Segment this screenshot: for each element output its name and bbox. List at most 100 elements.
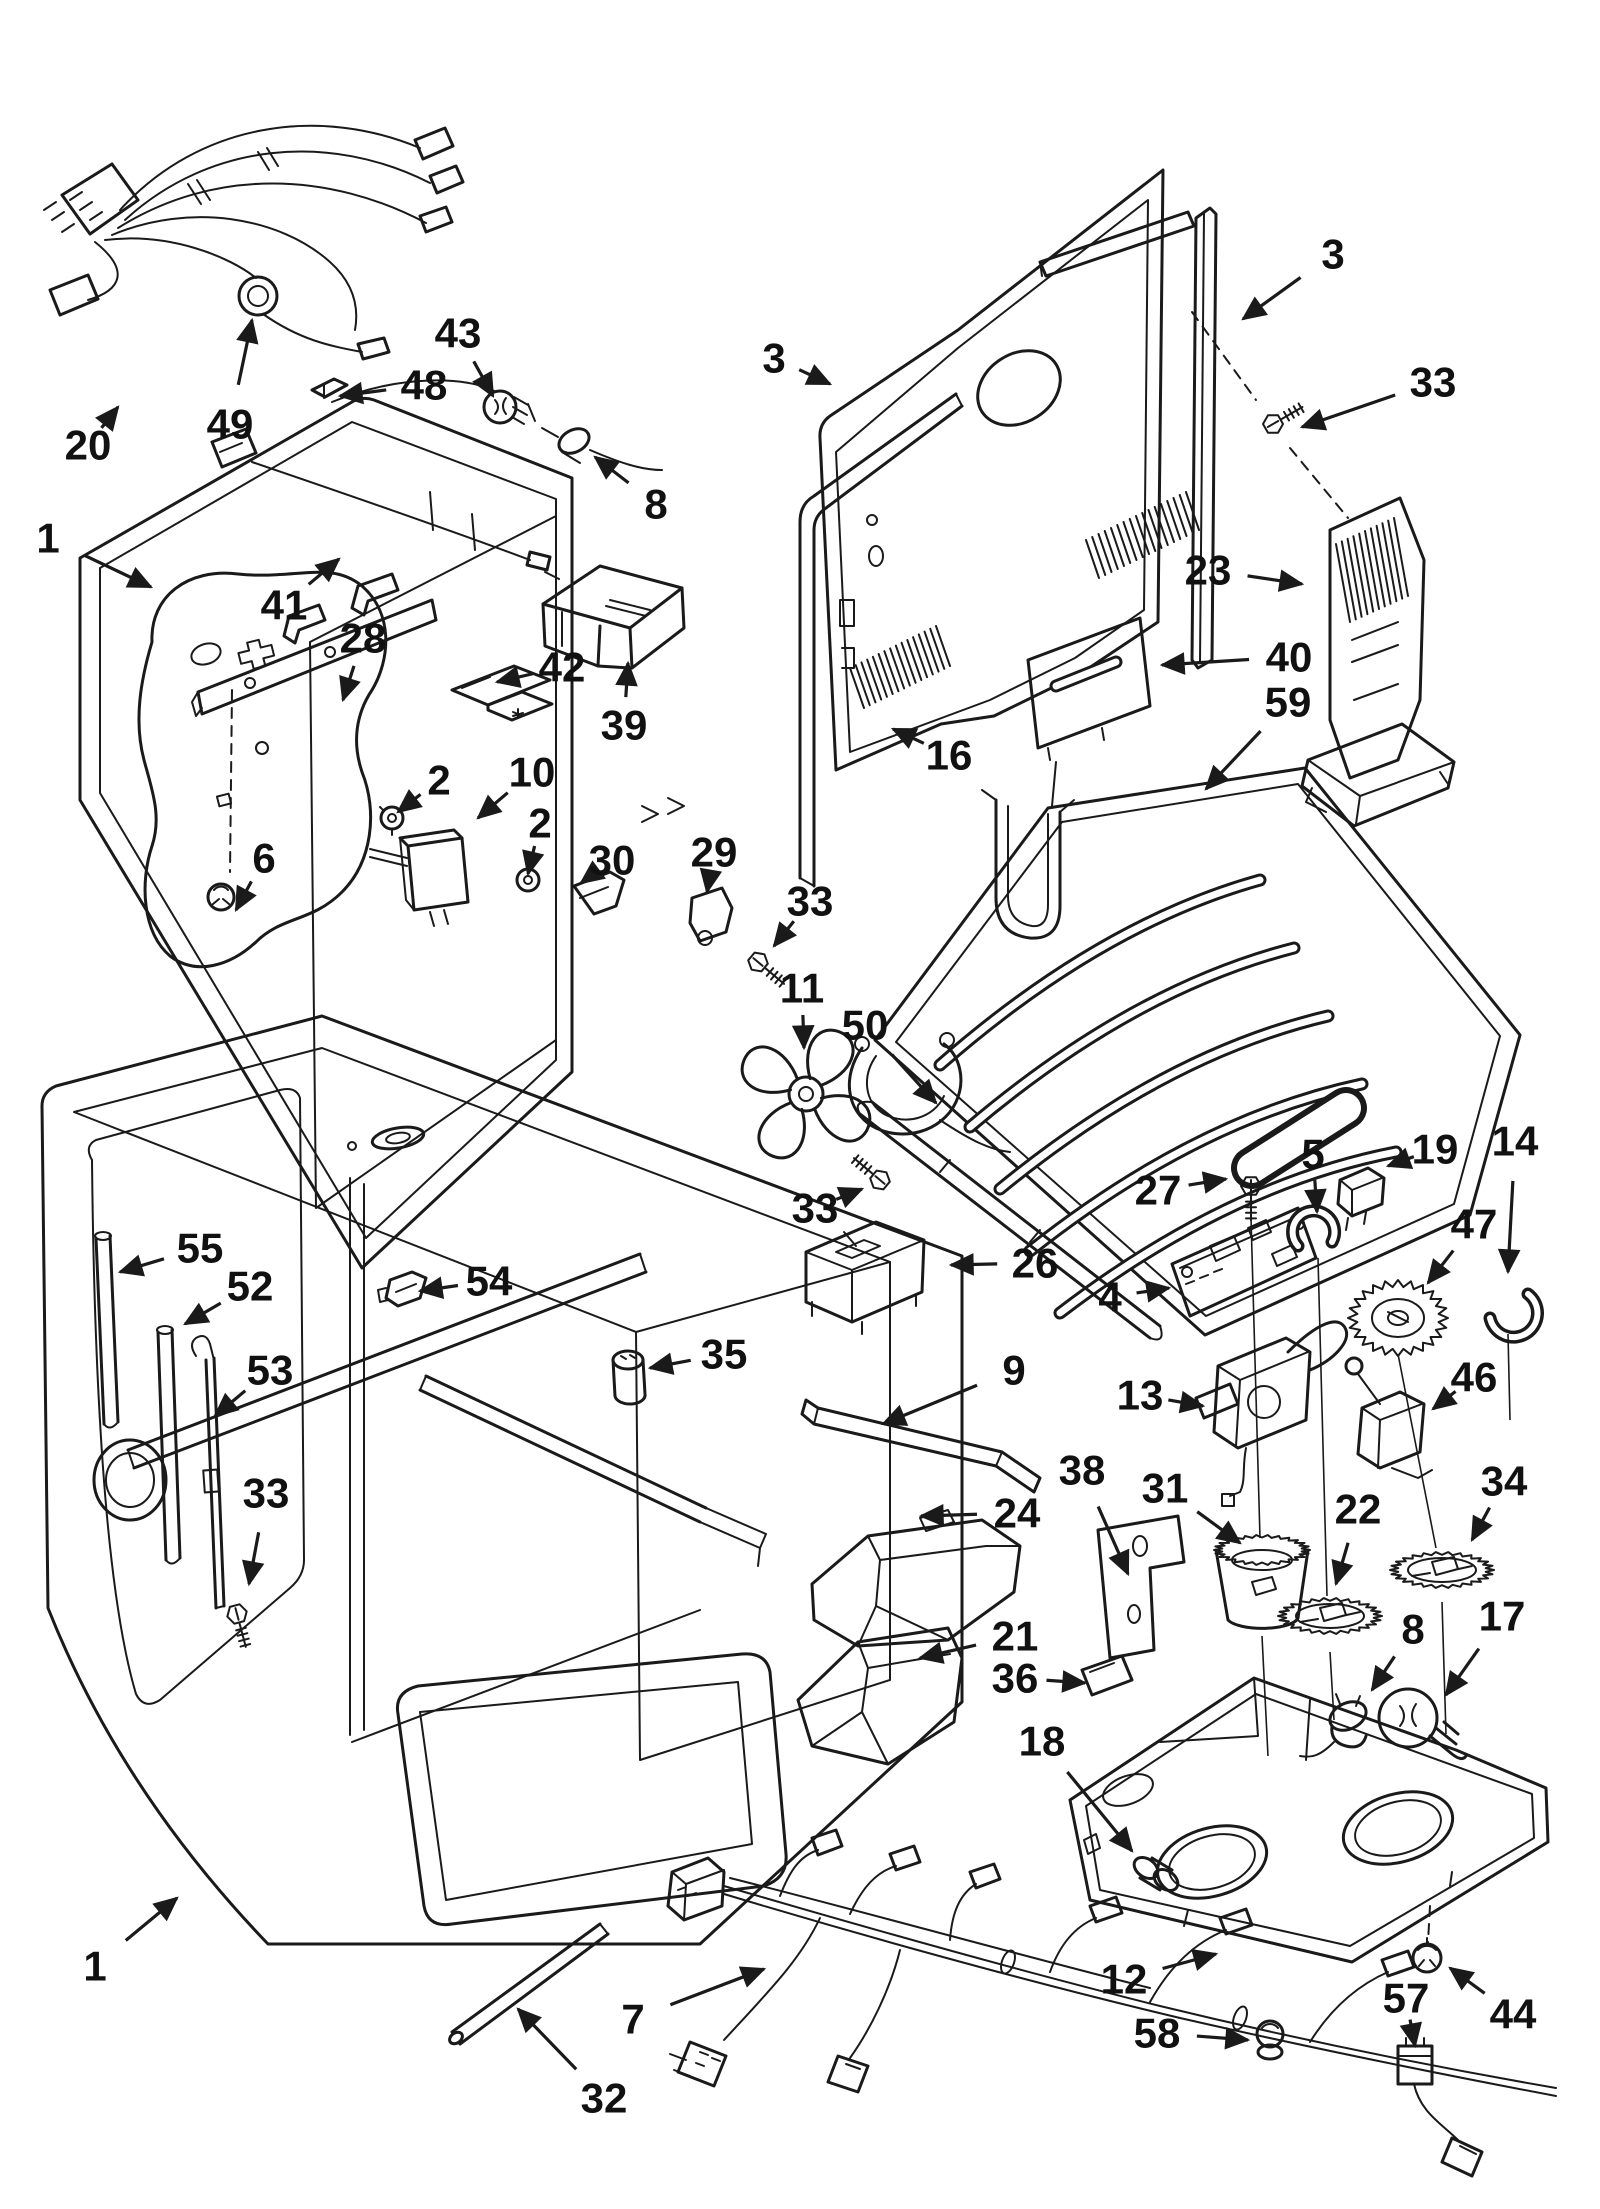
callout-29-label: 29: [691, 829, 738, 876]
part-6-grommet: [206, 882, 236, 912]
part-11-fan-blade: [740, 1028, 872, 1160]
part-34-cam-gear: [1389, 1551, 1495, 1589]
callout-47-label: 47: [1451, 1201, 1498, 1248]
callout-38-arrow: [1096, 1505, 1130, 1577]
callout-12: 12: [1101, 1949, 1219, 2003]
callout-11-arrow: [791, 1014, 815, 1051]
callout-7-arrow: [669, 1966, 767, 2007]
callout-33: 33: [242, 1470, 289, 1587]
callout-1-label: 1: [83, 1943, 106, 1990]
part-42-thermostat-clip: [450, 664, 554, 722]
callout-59-arrow: [1204, 730, 1262, 791]
callout-40-arrow: [1159, 652, 1250, 675]
callout-58-arrow: [1196, 2026, 1251, 2050]
callout-33-label: 33: [792, 1185, 839, 1232]
part-52-water-tube: [156, 1325, 182, 1565]
callout-43: 43: [435, 310, 495, 398]
callout-2: 2: [396, 757, 451, 814]
callout-33-arrow: [242, 1532, 265, 1587]
callout-2-arrow: [522, 845, 545, 877]
callout-14: 14: [1492, 1118, 1539, 1275]
callout-28: 28: [339, 615, 386, 703]
callout-38-label: 38: [1059, 1447, 1106, 1494]
part-24-shelf-support: [810, 1509, 1022, 1648]
callout-11-label: 11: [780, 965, 824, 1012]
callout-38: 38: [1059, 1447, 1130, 1577]
part-53-sensor-probe: [191, 1335, 226, 1610]
callout-39-arrow: [615, 660, 638, 698]
screw-33: [226, 1603, 252, 1648]
callout-28-arrow: [339, 665, 361, 703]
callout-26-label: 26: [1012, 1240, 1059, 1287]
callout-29: 29: [691, 829, 738, 895]
callout-16-label: 16: [926, 732, 973, 779]
callout-59-label: 59: [1265, 679, 1312, 726]
callout-19: 19: [1385, 1126, 1458, 1173]
callout-54-label: 54: [466, 1258, 513, 1305]
callout-55: 55: [117, 1225, 224, 1277]
callout-33: 33: [792, 1185, 865, 1232]
callout-23: 23: [1185, 547, 1305, 594]
callout-9-arrow: [880, 1383, 978, 1426]
part-29-bracket: [688, 886, 734, 946]
part-5-retainer-ring: [1286, 1204, 1342, 1253]
callout-21: 21: [917, 1613, 1039, 1664]
callout-31: 31: [1142, 1465, 1242, 1545]
callout-11: 11: [780, 965, 824, 1051]
callout-21-label: 21: [992, 1613, 1039, 1660]
callout-9-label: 9: [1002, 1347, 1025, 1394]
callout-46-label: 46: [1451, 1354, 1498, 1401]
callout-33: 33: [772, 878, 833, 948]
callout-4-label: 4: [1098, 1274, 1122, 1321]
callout-48-label: 48: [401, 362, 448, 409]
part-23-auger-motor: [1300, 496, 1456, 828]
callout-12-label: 12: [1101, 1956, 1148, 2003]
part-57-thermal-fuse: [1396, 2037, 1484, 2178]
callout-7-label: 7: [621, 1996, 644, 2043]
callout-58: 58: [1134, 2010, 1251, 2057]
callout-2-arrow: [396, 789, 423, 814]
callout-47: 47: [1426, 1201, 1498, 1285]
callout-18-arrow: [1066, 1770, 1134, 1853]
callout-49-arrow: [236, 317, 259, 386]
callout-14-arrow: [1497, 1180, 1521, 1275]
callout-5-label: 5: [1301, 1131, 1324, 1178]
part-4-control-board: [1170, 1206, 1318, 1318]
callout-49: 49: [207, 317, 259, 448]
callout-53: 53: [213, 1347, 293, 1418]
callout-50-arrow: [890, 1053, 938, 1105]
callout-33-arrow: [1299, 393, 1396, 431]
callout-47-arrow: [1426, 1249, 1455, 1285]
callout-41-arrow: [307, 557, 341, 586]
part-7-main-harness: [666, 1828, 1557, 2097]
callout-50-label: 50: [842, 1002, 889, 1049]
callout-27-arrow: [1188, 1171, 1229, 1194]
part-9-drain-strip: [800, 1398, 1042, 1494]
callout-55-label: 55: [177, 1225, 224, 1272]
callout-22-label: 22: [1335, 1486, 1382, 1533]
callout-7: 7: [621, 1966, 767, 2043]
callout-39: 39: [601, 660, 647, 749]
callout-14-label: 14: [1492, 1118, 1539, 1165]
callout-52: 52: [183, 1263, 273, 1326]
callout-9: 9: [880, 1347, 1026, 1426]
callout-10-arrow: [476, 791, 509, 820]
callout-2: 2: [522, 800, 552, 877]
part-38-bracket: [1096, 1514, 1186, 1660]
callout-20-arrow: [95, 405, 120, 432]
part-35-spacer: [611, 1349, 647, 1406]
callout-43-arrow: [472, 360, 495, 398]
callout-49-label: 49: [207, 401, 254, 448]
callout-40-label: 40: [1266, 634, 1313, 681]
callout-18-label: 18: [1019, 1718, 1066, 1765]
callout-4-arrow: [1136, 1280, 1172, 1303]
callout-52-arrow: [183, 1301, 222, 1326]
part-20-wire-harness: [43, 124, 465, 331]
callout-53-arrow: [213, 1389, 247, 1418]
callout-13-label: 13: [1117, 1372, 1164, 1419]
callout-3-arrow: [798, 364, 833, 386]
callout-24-arrow: [918, 1503, 978, 1527]
callout-23-label: 23: [1185, 547, 1232, 594]
